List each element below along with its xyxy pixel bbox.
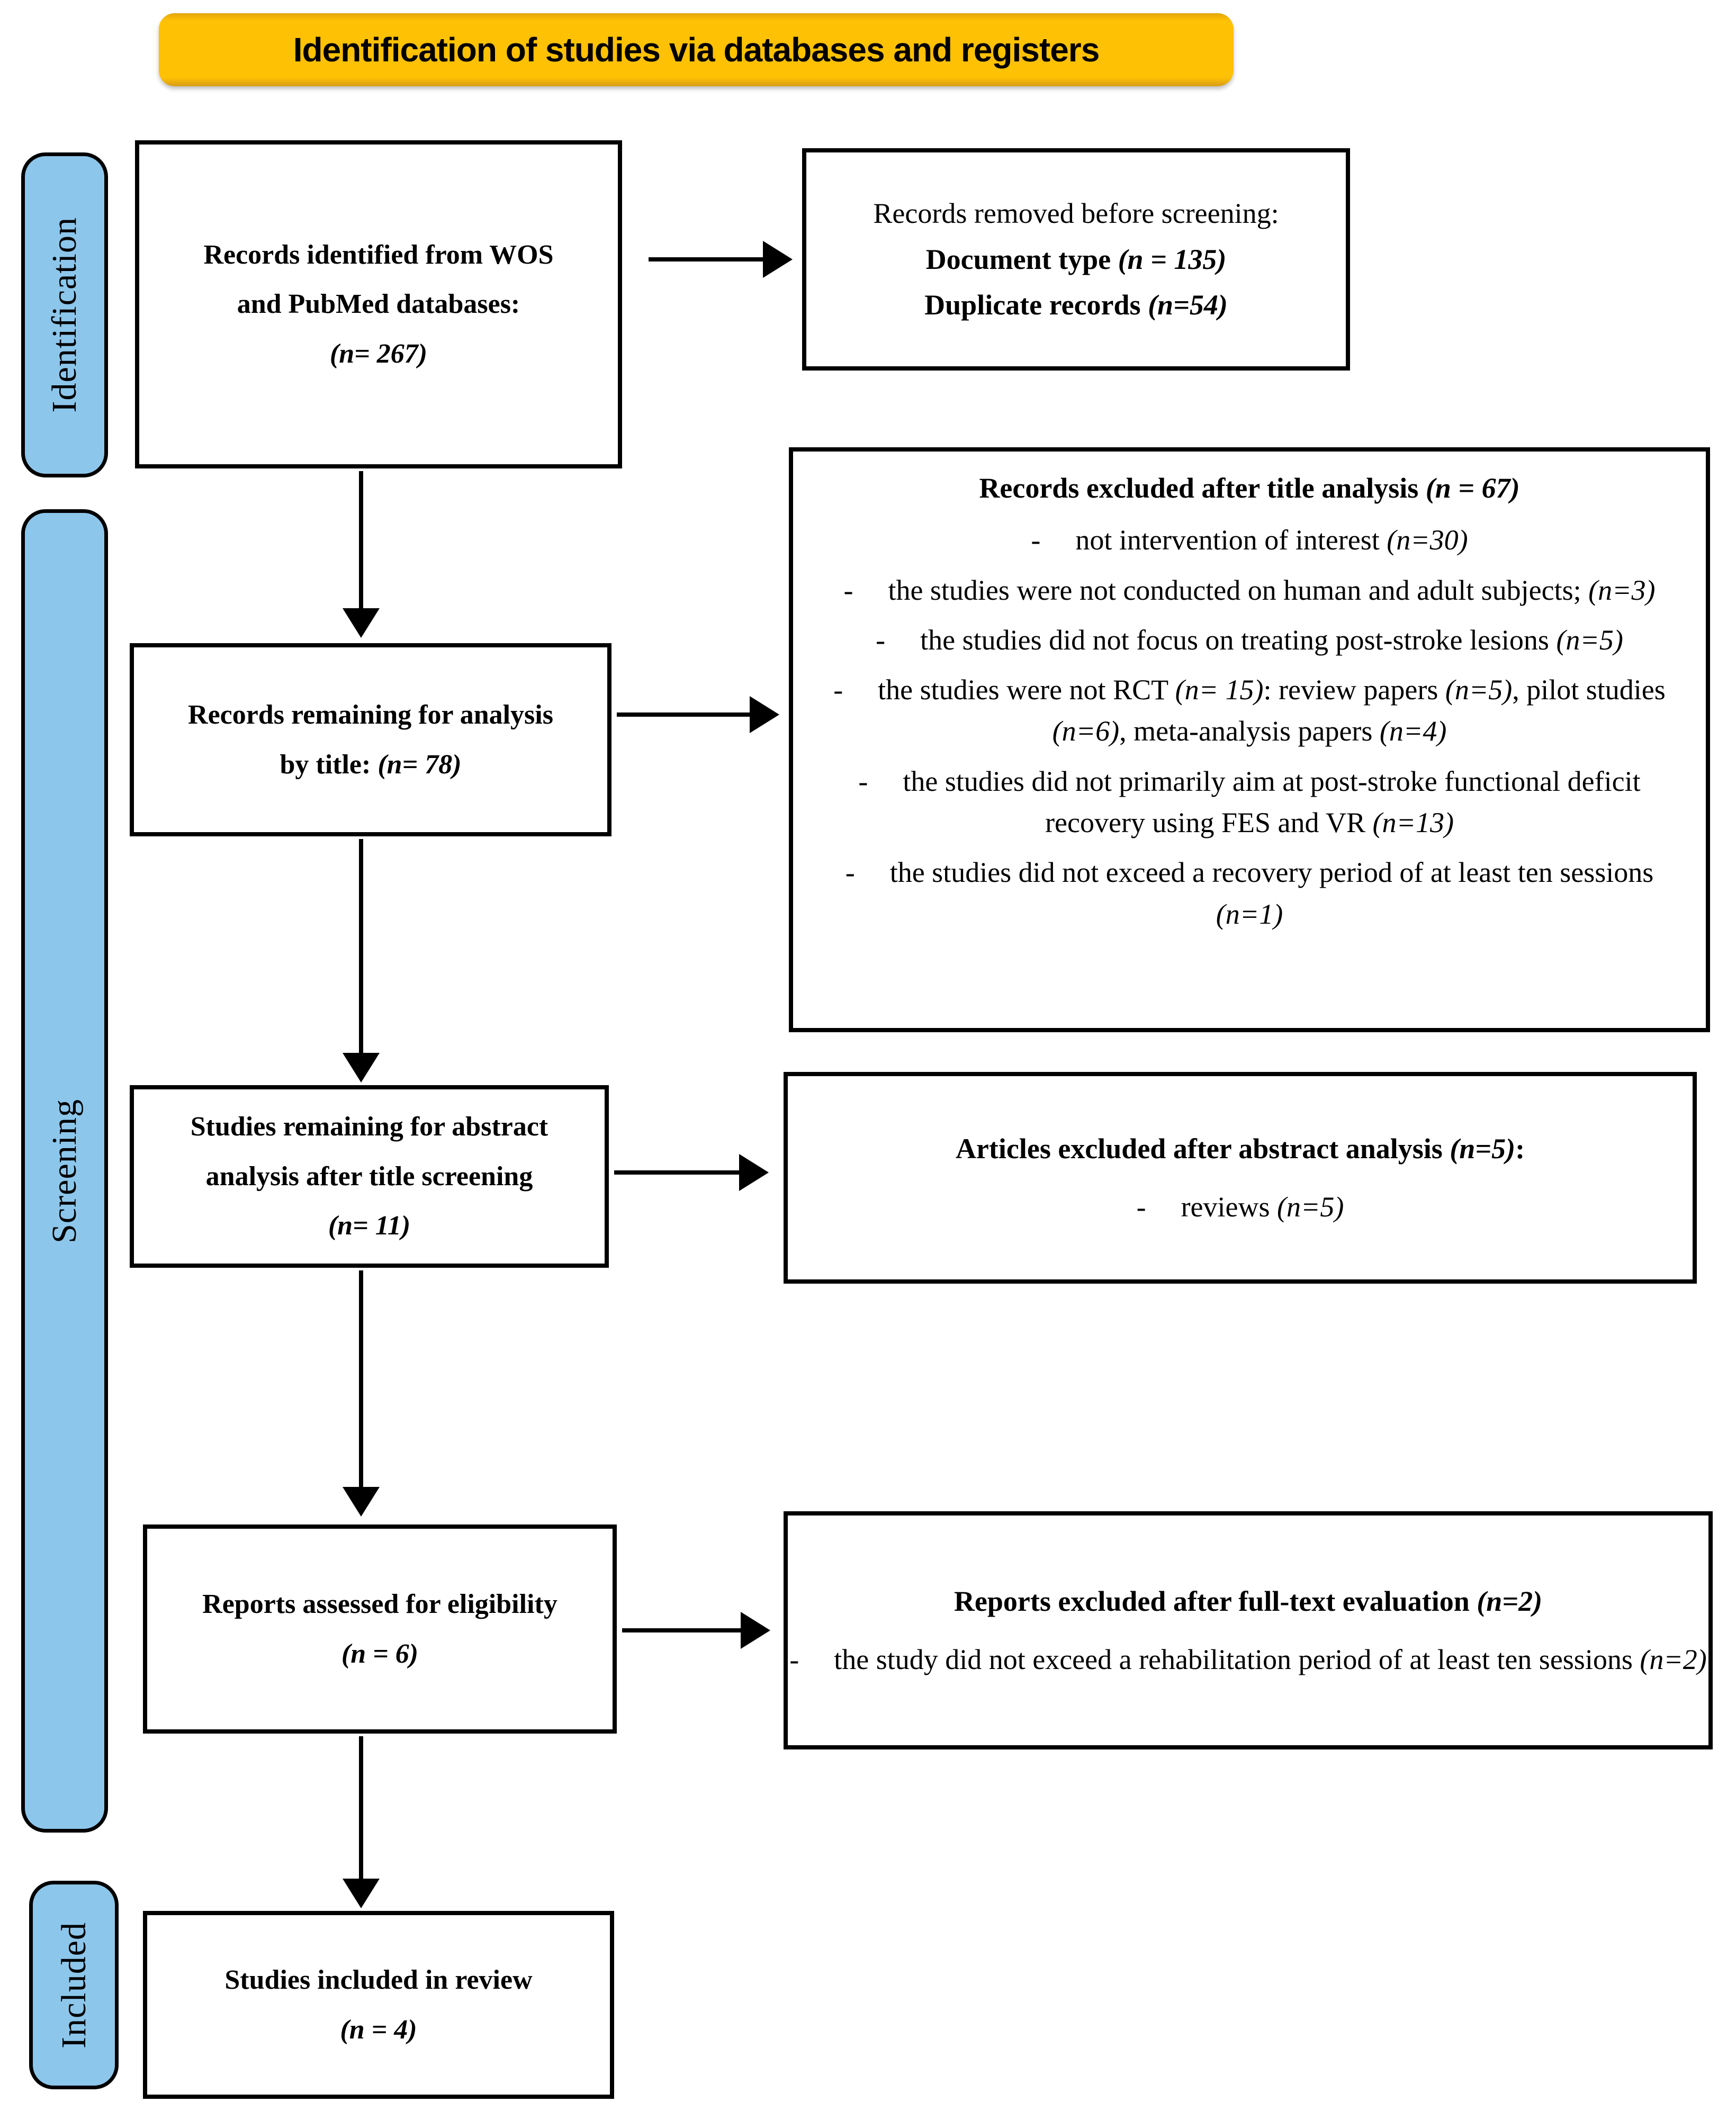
stage-label-included: Included [54,1921,93,2049]
bullet-dash: - [833,674,843,706]
excluded-title-bullet-5: the studies did not primarily aim at pos… [903,765,1641,839]
bullet-dash: - [876,624,886,656]
arrow-down-icon [343,608,380,638]
excluded-title-bullet-3: the studies did not focus on treating po… [920,624,1623,656]
arrow-right-icon [763,241,793,278]
stage-label-identification: Identification [45,217,84,413]
box-reports-excluded-fulltext: Reports excluded after full-text evaluat… [784,1511,1713,1749]
arrow-down-icon [343,1879,380,1908]
stage-tab-identification: Identification [21,152,108,477]
arrow-shaft [614,1170,740,1175]
box-records-removed-text: Records removed before screening:Documen… [873,197,1279,321]
arrow-right-icon [741,1612,770,1649]
list-item: - not intervention of interest (n=30) [820,519,1679,561]
diagram-title: Identification of studies via databases … [293,31,1100,69]
bullet-dash: - [858,765,868,797]
box-records-removed-before-screening: Records removed before screening:Documen… [802,148,1350,371]
bullet-dash: - [843,574,853,606]
arrow-shaft [617,712,751,717]
connector-identified-to-remaining-title [342,471,380,638]
arrow-shaft [359,1270,363,1488]
box-studies-included: Studies included in review(n = 4) [143,1911,614,2099]
connector-remaining-title-to-excluded-title [617,696,779,734]
arrow-shaft [359,471,363,609]
connector-remaining-abstract-to-assessed [342,1270,380,1517]
stage-tab-screening: Screening [21,509,108,1833]
list-item: - the studies were not RCT (n= 15): revie… [820,669,1679,752]
list-item: - the studies did not primarily aim at po… [820,761,1679,844]
bullet-dash: - [789,1644,799,1675]
excluded-title-heading: Records excluded after title analysis (n… [979,472,1520,504]
excluded-title-bullet-2: the studies were not conducted on human … [888,574,1656,606]
box-records-excluded-title-analysis: Records excluded after title analysis (n… [789,447,1710,1032]
arrow-down-icon [343,1487,380,1517]
excluded-abstract-heading: Articles excluded after abstract analysi… [955,1132,1525,1165]
stage-label-screening: Screening [45,1098,84,1243]
box-articles-excluded-abstract: Articles excluded after abstract analysi… [784,1072,1697,1284]
box-reports-assessed: Reports assessed for eligibility(n = 6) [143,1524,617,1734]
box-studies-included-text: Studies included in review(n = 4) [224,1964,533,2045]
list-item: - the studies were not conducted on human… [820,570,1679,611]
list-item: - the study did not exceed a rehabilitati… [788,1639,1708,1680]
connector-assessed-to-excluded-fulltext [622,1611,770,1649]
arrow-shaft [649,257,764,261]
diagram-title-banner: Identification of studies via databases … [159,13,1234,86]
excluded-title-bullet-6: the studies did not exceed a recovery pe… [889,856,1654,930]
arrow-down-icon [343,1053,380,1082]
bullet-dash: - [1136,1191,1146,1223]
excluded-fulltext-heading: Reports excluded after full-text evaluat… [954,1585,1543,1617]
connector-assessed-to-included [342,1736,380,1908]
connector-remaining-abstract-to-excluded-abstract [614,1153,769,1192]
list-item: - the studies did not exceed a recovery p… [820,852,1679,935]
arrow-right-icon [739,1154,769,1191]
excluded-title-bullet-4: the studies were not RCT (n= 15): review… [878,674,1666,747]
excluded-title-bullet-1: not intervention of interest (n=30) [1075,524,1468,556]
list-item: - reviews (n=5) [788,1186,1693,1228]
box-reports-assessed-text: Reports assessed for eligibility(n = 6) [202,1589,557,1669]
arrow-right-icon [750,696,779,733]
stage-tab-included: Included [29,1881,119,2089]
bullet-dash: - [845,856,855,889]
connector-identified-to-removed [649,240,793,278]
excluded-fulltext-bullet-1: the study did not exceed a rehabilitatio… [834,1644,1707,1675]
bullet-dash: - [1031,524,1041,556]
excluded-abstract-bullet-1: reviews (n=5) [1181,1191,1344,1223]
connector-remaining-title-to-remaining-abstract [342,839,380,1082]
arrow-shaft [359,839,363,1054]
arrow-shaft [359,1736,363,1880]
list-item: - the studies did not focus on treating p… [820,619,1679,661]
arrow-shaft [622,1628,742,1632]
